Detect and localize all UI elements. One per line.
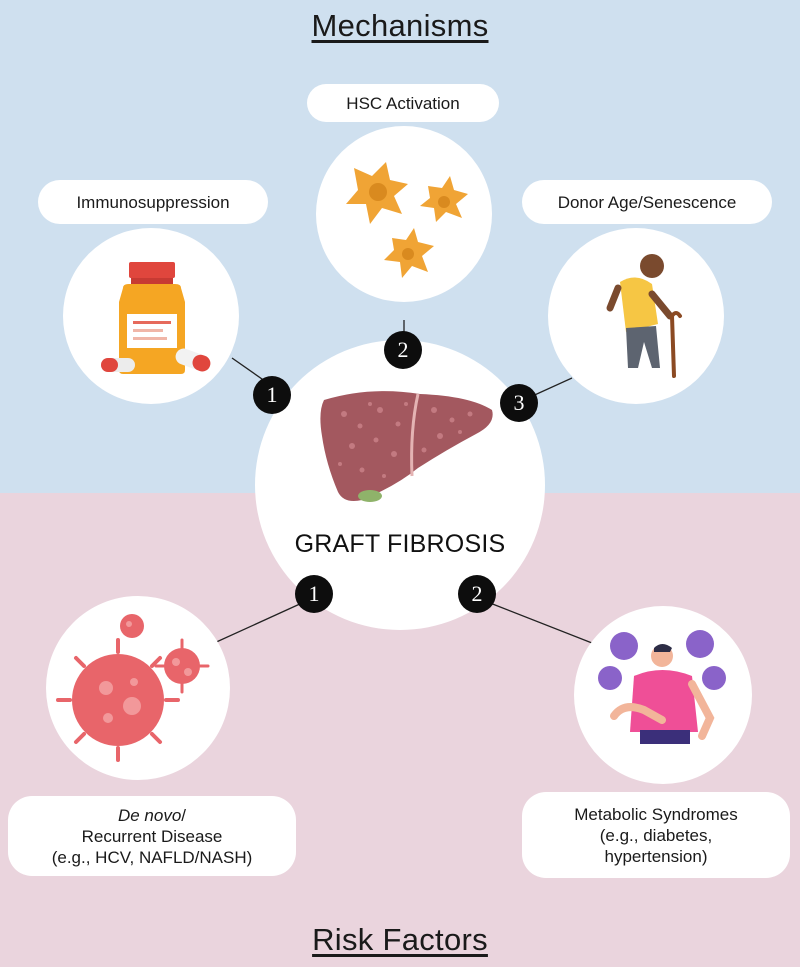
mechanism-badge-3: 3	[500, 384, 538, 422]
risk-factors-heading: Risk Factors	[312, 922, 488, 957]
immunosuppression-label: Immunosuppression	[38, 180, 268, 224]
graft-fibrosis-label: GRAFT FIBROSIS	[294, 530, 506, 558]
recurrent-disease-label: De novo/ Recurrent Disease (e.g., HCV, N…	[8, 796, 296, 876]
connector-metabolic	[489, 602, 593, 644]
hsc-activation-circle	[316, 126, 492, 302]
metabolic-person-icon	[598, 630, 726, 744]
immunosuppression-circle	[63, 228, 239, 404]
risk-factor-badge-1: 1	[295, 575, 333, 613]
stellate-cells-icon	[346, 162, 468, 278]
liver-icon	[320, 391, 493, 502]
connector-recurrent-disease	[211, 602, 303, 645]
de-novo-text: De novo	[117, 805, 182, 825]
mechanism-badge-1: 1	[253, 376, 291, 414]
risk-factor-badge-2: 2	[458, 575, 496, 613]
elderly-person-icon	[606, 254, 682, 378]
recurrent-disease-circle	[46, 596, 230, 780]
donor-age-label: Donor Age/Senescence	[522, 180, 772, 224]
metabolic-syndromes-label: Metabolic Syndromes (e.g., diabetes, hyp…	[522, 792, 790, 878]
metabolic-syndromes-circle	[574, 606, 752, 784]
donor-age-circle	[548, 228, 724, 404]
medication-bottle-icon	[101, 262, 211, 374]
virus-icon	[56, 614, 210, 762]
hsc-activation-label: HSC Activation	[307, 84, 499, 122]
stellate-cell	[346, 162, 408, 224]
mechanism-badge-2: 2	[384, 331, 422, 369]
mechanisms-heading: Mechanisms	[311, 8, 489, 43]
